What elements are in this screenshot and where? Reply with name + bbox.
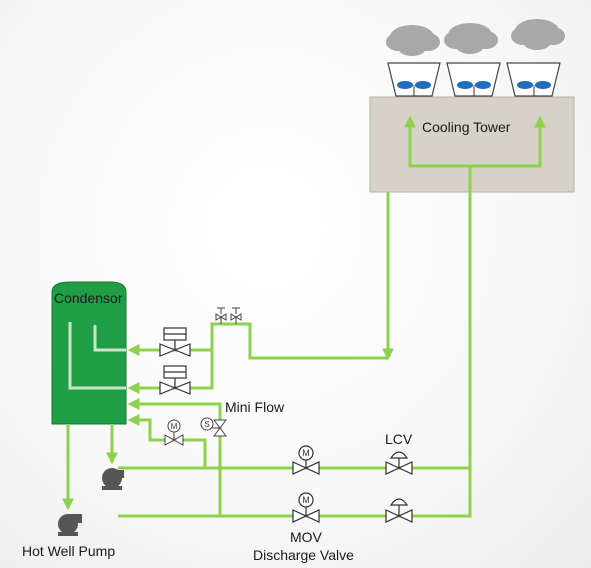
- cooling-tower-box: [369, 96, 575, 193]
- motor-icon: [298, 445, 314, 461]
- fan-icon: [397, 81, 413, 89]
- fan-cell: [446, 62, 501, 97]
- mini-flow-motor-valve: M: [164, 419, 184, 446]
- discharge-control-valve: [385, 498, 413, 523]
- tower-return-pipe: [404, 115, 546, 192]
- discharge-valve-label: Discharge Valve: [253, 547, 354, 563]
- steam-cloud-icon: [444, 23, 498, 54]
- mini-flow-label: Mini Flow: [225, 399, 285, 415]
- solenoid-letter: S: [204, 420, 209, 429]
- cooling-tower-label: Cooling Tower: [422, 119, 511, 135]
- condenser-inlet-valve: [159, 365, 191, 395]
- fan-icon: [457, 81, 473, 89]
- motor-letter: M: [302, 448, 310, 458]
- fan-icon: [517, 81, 533, 89]
- steam-cloud-icon: [511, 19, 565, 50]
- vent-valve: [215, 307, 227, 324]
- steam-cloud-icon: [386, 25, 440, 56]
- fan-icon: [535, 81, 551, 89]
- fan-icon: [415, 81, 431, 89]
- fan-cell: [506, 62, 561, 97]
- motor-operated-valve: M: [292, 445, 320, 475]
- motor-operated-valve: M: [292, 492, 320, 523]
- lcv-label: LCV: [385, 431, 413, 447]
- cooling-tower: Cooling Tower: [369, 19, 575, 193]
- motor-icon: [298, 492, 314, 508]
- fan-cell: [387, 62, 441, 97]
- condensor-label: Condensor: [54, 290, 123, 306]
- level-control-valve: [385, 451, 413, 475]
- condenser-inlet-valve: [159, 327, 191, 357]
- condensate-pump-icon: [102, 468, 124, 490]
- vent-valve: [230, 307, 242, 324]
- motor-letter: M: [302, 495, 310, 505]
- mini-flow-solenoid-valve: S: [200, 417, 227, 437]
- motor-letter: M: [171, 422, 178, 431]
- hot-well-pump-icon: [58, 514, 82, 536]
- condensor: Condensor: [51, 281, 127, 425]
- fan-icon: [475, 81, 491, 89]
- mov-label: MOV: [290, 529, 323, 545]
- motor-icon: [167, 419, 181, 433]
- solenoid-icon: [200, 417, 214, 431]
- hot-well-pump-label: Hot Well Pump: [22, 543, 115, 559]
